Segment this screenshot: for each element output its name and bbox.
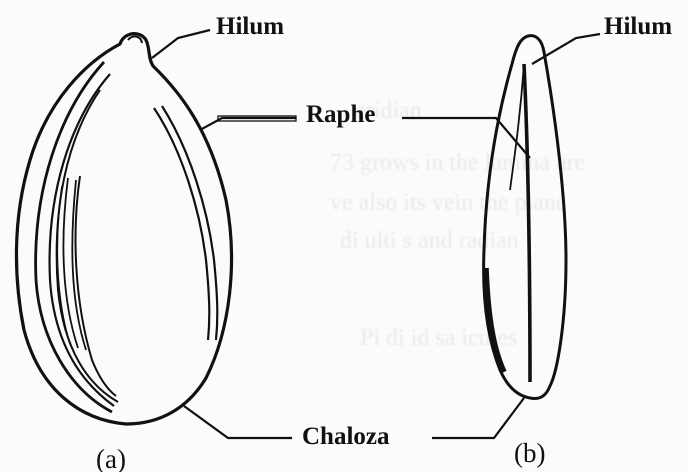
leader-raphe-b <box>402 118 530 158</box>
seed-a-hilum-notch <box>128 36 142 43</box>
label-hilum-b: Hilum <box>604 14 672 39</box>
seed-a-striation <box>76 176 116 396</box>
caption-a: (a) <box>96 446 126 472</box>
seed-b-raphe-line <box>524 64 530 382</box>
leader-raphe-a <box>200 118 296 130</box>
seed-a-striation <box>57 90 118 402</box>
seed-b-raphe-line <box>510 64 524 190</box>
leader-chaloza-b <box>432 398 524 438</box>
label-chaloza: Chaloza <box>302 424 390 449</box>
label-hilum-a: Hilum <box>216 14 284 39</box>
caption-b: (b) <box>514 440 545 467</box>
label-raphe: Raphe <box>306 102 375 127</box>
seed-a-outline <box>16 34 231 424</box>
seed-a-striation <box>36 62 112 412</box>
leader-chaloza-a <box>184 406 292 438</box>
leader-hilum-a <box>152 30 210 58</box>
